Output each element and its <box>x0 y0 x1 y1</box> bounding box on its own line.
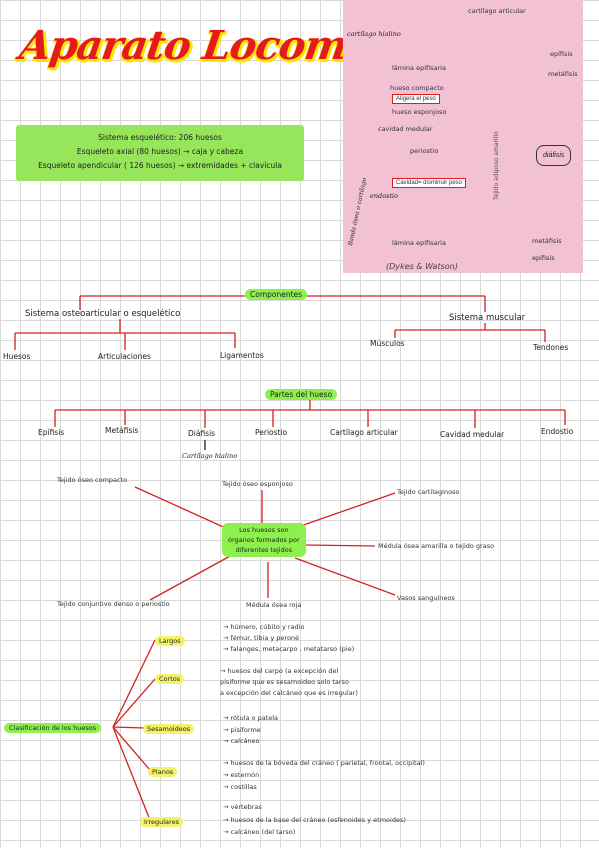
components-right: Sistema muscular <box>449 313 526 323</box>
tissue-vasos: Vasos sanguíneos <box>397 594 455 602</box>
largos-ex-1: → húmero, cúbito y radio <box>223 623 305 631</box>
note-aligera-peso: Aligera el peso <box>392 94 440 104</box>
label-epifisis-top: epífisis <box>550 50 573 58</box>
class-sesamoideos: Sesamoideos <box>143 724 195 734</box>
label-lamina-epifisaria-bottom: lámina epifisaria <box>392 239 446 247</box>
part-endostio: Endostio <box>541 427 574 436</box>
figure-credit: (Dykes & Watson) <box>386 262 458 271</box>
class-largos: Largos <box>155 636 185 646</box>
component-ligamentos: Ligamentos <box>220 351 264 360</box>
classification-root: Clasificación de los huesos <box>4 723 102 733</box>
irregulares-ex-1: → vértebras <box>223 803 262 811</box>
sesamoideos-ex-1: → rótula o patela <box>223 714 279 722</box>
part-cartilago-articular: Cartílago articular <box>330 428 398 437</box>
label-lamina-epifisaria-top: lámina epifisaria <box>392 64 446 72</box>
label-endostio: endostio <box>370 192 399 200</box>
cortos-ex-3: a excepción del calcáneo que es irregula… <box>220 689 358 697</box>
label-hueso-compacto: hueso compacto <box>390 84 444 92</box>
label-diafisis: diáfisis <box>536 145 572 166</box>
planos-ex-1: → huesos de la bóveda del cráneo ( parie… <box>223 759 425 767</box>
label-cavidad-medular: cavidad medular <box>378 125 433 133</box>
label-hueso-esponjoso: hueso esponjoso <box>392 108 447 116</box>
largos-ex-2: → fémur, tibia y peroné <box>223 634 300 642</box>
sesamoideos-ex-2: → pisiforme <box>223 726 261 734</box>
tissue-medula-amarilla: Médula ósea amarilla o tejido graso <box>378 542 495 550</box>
component-musculos: Músculos <box>370 339 405 348</box>
class-cortos: Cortos <box>155 674 185 684</box>
component-huesos: Huesos <box>3 352 31 361</box>
tissue-conjuntivo: Tejido conjuntivo denso o periostio <box>57 600 170 608</box>
summary-line-1: Sistema esquelético: 206 huesos <box>98 133 222 142</box>
part-metafisis: Metáfisis <box>105 426 139 435</box>
label-metafisis-bottom: metáfisis <box>532 237 562 245</box>
part-diafisis: Diáfisis <box>188 429 216 438</box>
tissue-medula-roja: Médula ósea roja <box>246 601 302 609</box>
part-epifisis: Epífisis <box>38 428 65 437</box>
class-irregulares: Irregulares <box>140 817 183 827</box>
class-planos: Planos <box>148 767 178 777</box>
cortos-ex-1: → huesos del carpo (a excepción del <box>220 667 339 675</box>
summary-line-2: Esqueleto axial (80 huesos) → caja y cab… <box>76 147 244 156</box>
tissues-center: Los huesos son órganos formados por dife… <box>222 523 306 557</box>
largos-ex-3: → falanges, metacarpo , metatarso (pie) <box>223 645 355 653</box>
bone-diagram-panel <box>343 0 583 273</box>
tissues-center-line-3: diferentes tejidos <box>235 546 293 554</box>
skeleton-summary-box: Sistema esquelético: 206 huesos Esquelet… <box>16 125 304 181</box>
irregulares-ex-3: → calcáneo (del tarso) <box>223 828 296 836</box>
label-tejido-adiposo: Tejido adiposo amarillo <box>493 131 500 200</box>
tissue-esponjoso: Tejido óseo esponjoso <box>222 480 293 488</box>
label-epifisis-bottom: epífisis <box>532 254 555 262</box>
tissue-cartilaginoso: Tejido cartilaginoso <box>397 488 460 496</box>
component-tendones: Tendones <box>533 343 569 352</box>
parts-root: Partes del hueso <box>265 389 338 400</box>
label-cartilago-articular: cartílago articular <box>468 7 526 15</box>
tissues-center-line-2: órganos formados por <box>228 536 300 544</box>
tissues-center-line-1: Los huesos son <box>239 526 289 534</box>
cortos-ex-2: pisiforme que es sesamoideo solo tarso <box>220 678 349 686</box>
planos-ex-3: → costillas <box>223 783 257 791</box>
tissue-compacto: Tejido óseo compacto <box>57 476 128 484</box>
note-cavidad-disminuir: Cavidad= disminuir peso <box>392 178 466 188</box>
component-articulaciones: Articulaciones <box>98 352 151 361</box>
components-root: Componentes <box>245 289 308 300</box>
summary-line-3: Esqueleto apendicular ( 126 huesos) → ex… <box>38 161 282 170</box>
note-diafisis-cartilago: Cartílago hialino <box>182 452 238 460</box>
irregulares-ex-2: → huesos de la base del cráneo (esfenoid… <box>223 816 406 824</box>
label-periostio: periostio <box>410 147 439 155</box>
components-left: Sistema osteoarticular o esquelético <box>25 309 181 319</box>
label-metafisis-top: metáfisis <box>548 70 578 78</box>
planos-ex-2: → esternón <box>223 771 260 779</box>
sesamoideos-ex-3: → calcáneo <box>223 737 260 745</box>
part-cavidad-medular: Cavidad medular <box>440 430 505 439</box>
part-periostio: Periostio <box>255 428 288 437</box>
note-cartilago-hialino: cartílago hialino <box>347 30 401 38</box>
